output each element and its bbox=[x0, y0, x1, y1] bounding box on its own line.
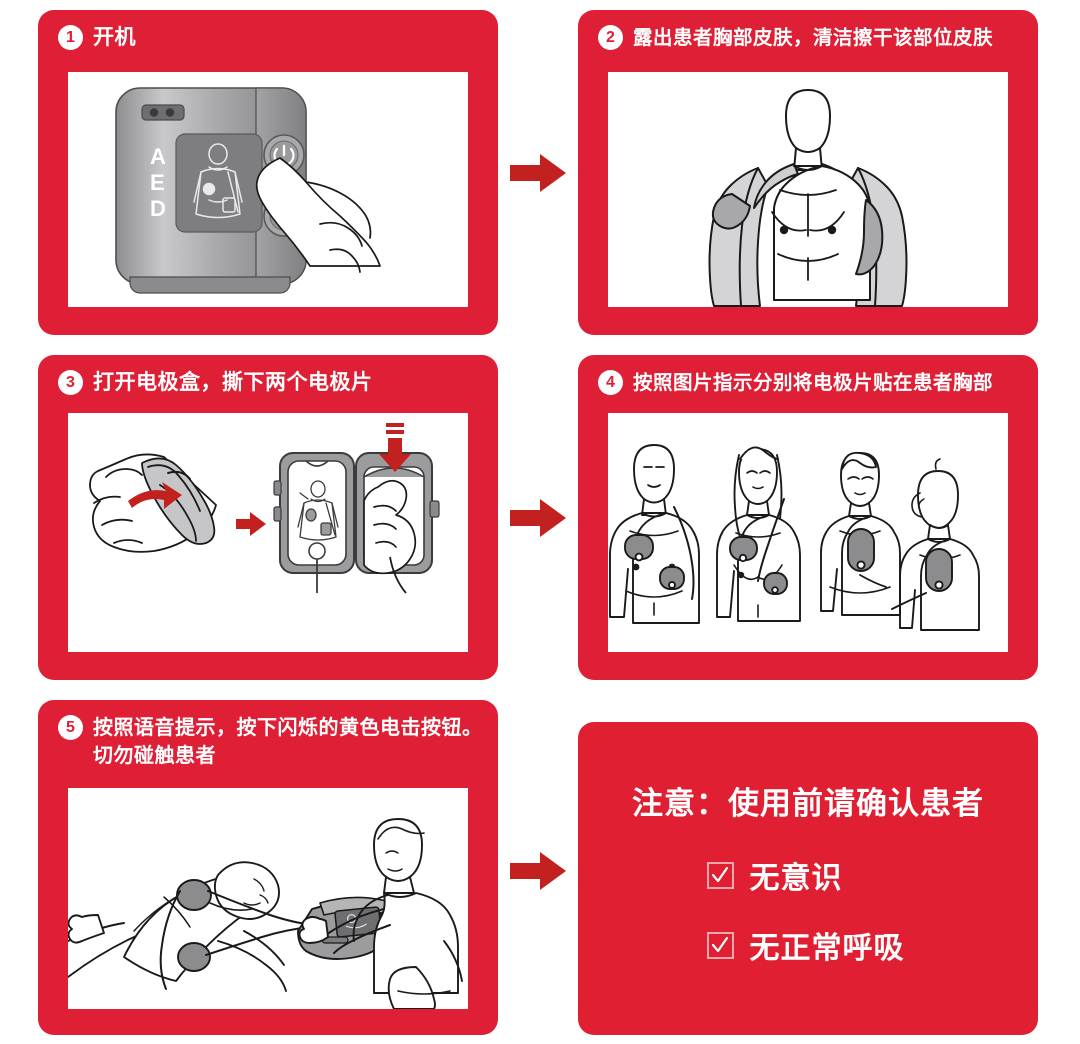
aed-device-on-ground bbox=[297, 896, 393, 960]
step-4-title: 按照图片指示分别将电极片贴在患者胸部 bbox=[633, 372, 994, 394]
step-panel-5: 5 按照语音提示，按下闪烁的黄色电击按钮。 切勿碰触患者 bbox=[38, 700, 498, 1035]
figure-child-front bbox=[820, 451, 901, 616]
electrode-case bbox=[273, 452, 440, 594]
peel-arrow-icon bbox=[128, 482, 182, 509]
rescuer bbox=[298, 818, 463, 1009]
warning-item-label: 无意识 bbox=[749, 862, 843, 895]
step-1-illustration: A E D bbox=[68, 72, 468, 307]
patient-lying bbox=[68, 861, 315, 992]
checkbox-checked-icon[interactable] bbox=[706, 931, 734, 959]
step-2-title: 露出患者胸部皮肤，清洁擦干该部位皮肤 bbox=[633, 27, 994, 49]
step-3-title: 打开电极盒，撕下两个电极片 bbox=[93, 371, 373, 394]
step-5-number: 5 bbox=[58, 715, 83, 740]
step-5-illustration bbox=[68, 788, 468, 1009]
step-panel-4: 4 按照图片指示分别将电极片贴在患者胸部 bbox=[578, 355, 1038, 680]
step-3-number: 3 bbox=[58, 370, 83, 395]
down-arrow-icon bbox=[379, 423, 411, 472]
warning-content: 注意：使用前请确认患者 无意识 无正常呼吸 bbox=[578, 778, 1038, 993]
step-panel-3: 3 打开电极盒，撕下两个电极片 bbox=[38, 355, 498, 680]
step-2-number: 2 bbox=[598, 25, 623, 50]
figure-adult-female bbox=[716, 446, 801, 622]
figure-adult-male bbox=[609, 444, 700, 624]
step-1-header: 1 开机 bbox=[38, 10, 498, 52]
device-letter-d: D bbox=[150, 196, 166, 221]
step-3-header: 3 打开电极盒，撕下两个电极片 bbox=[38, 355, 498, 397]
warning-check-item[interactable]: 无意识 bbox=[604, 853, 1012, 897]
step-4-header: 4 按照图片指示分别将电极片贴在患者胸部 bbox=[578, 355, 1038, 397]
warning-item-label: 无正常呼吸 bbox=[749, 932, 905, 965]
step-3-illustration bbox=[68, 413, 468, 652]
flow-arrow-2 bbox=[508, 495, 570, 541]
warning-check-item[interactable]: 无正常呼吸 bbox=[604, 923, 1012, 967]
step-2-header: 2 露出患者胸部皮肤，清洁擦干该部位皮肤 bbox=[578, 10, 1038, 52]
pressing-hand bbox=[255, 157, 381, 273]
step-4-illustration bbox=[608, 413, 1008, 652]
step-panel-1: 1 开机 bbox=[38, 10, 498, 335]
flow-arrow-small bbox=[236, 512, 266, 536]
checkbox-checked-icon[interactable] bbox=[706, 861, 734, 889]
device-letter-a: A bbox=[150, 144, 166, 169]
step-panel-2: 2 露出患者胸部皮肤，清洁擦干该部位皮肤 bbox=[578, 10, 1038, 335]
step-5-header: 5 按照语音提示，按下闪烁的黄色电击按钮。 切勿碰触患者 bbox=[38, 700, 498, 770]
step-5-title: 按照语音提示，按下闪烁的黄色电击按钮。 切勿碰触患者 bbox=[93, 717, 483, 767]
warning-panel: 注意：使用前请确认患者 无意识 无正常呼吸 bbox=[578, 722, 1038, 1035]
figure-child-back bbox=[891, 458, 980, 631]
step-1-number: 1 bbox=[58, 25, 83, 50]
step-2-illustration bbox=[608, 72, 1008, 307]
step-1-title: 开机 bbox=[93, 26, 136, 49]
patient-torso bbox=[708, 89, 908, 307]
hand-tearing-pouch bbox=[89, 453, 217, 553]
step-4-number: 4 bbox=[598, 370, 623, 395]
flow-arrow-1 bbox=[508, 150, 570, 196]
warning-title: 注意：使用前请确认患者 bbox=[632, 786, 984, 821]
device-letter-e: E bbox=[150, 170, 165, 195]
flow-arrow-3 bbox=[508, 848, 570, 894]
